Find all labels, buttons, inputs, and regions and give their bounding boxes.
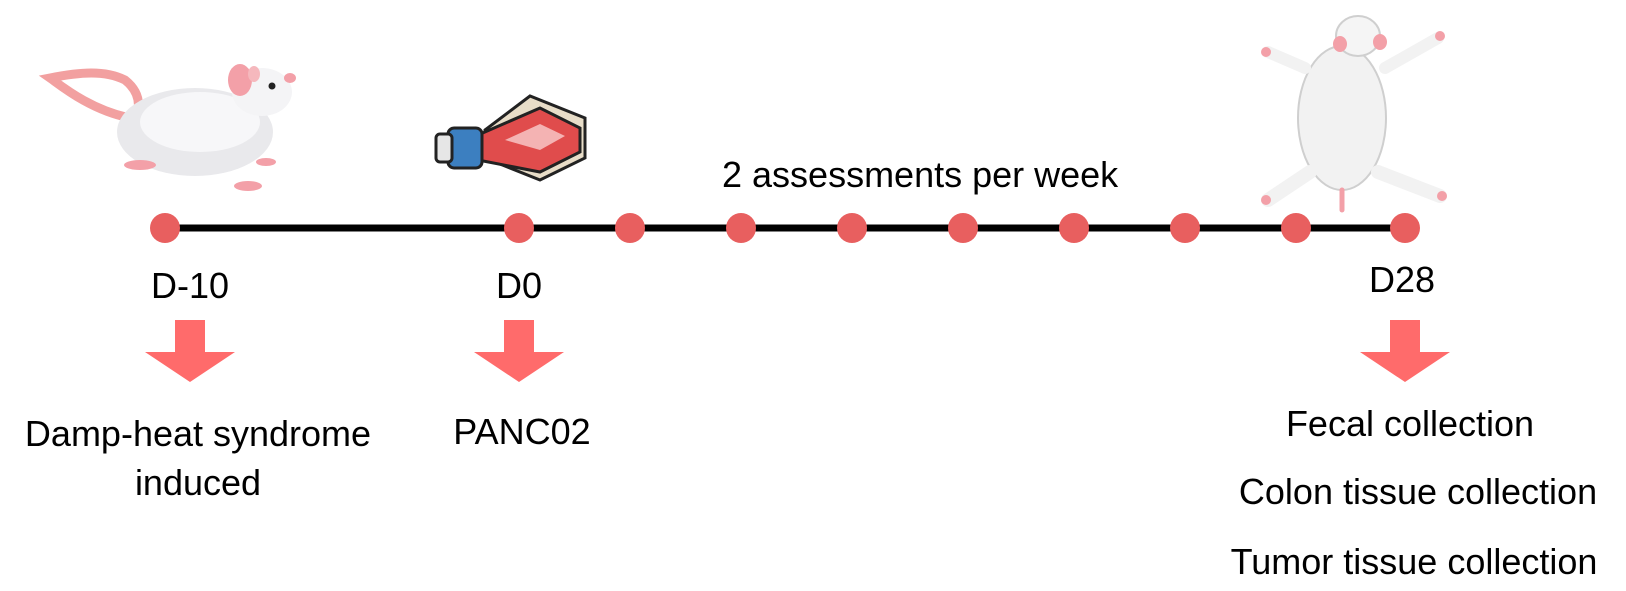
timeline-dots (150, 213, 1420, 243)
event-end-line-3: Tumor tissue collection (1230, 541, 1598, 582)
event-inoculation-description: PANC02 (453, 411, 591, 452)
timeline-dot (948, 213, 978, 243)
timeline-dot (1281, 213, 1311, 243)
timeline-dot (1059, 213, 1089, 243)
timeline-dot (1170, 213, 1200, 243)
arrow-down-icon (474, 320, 564, 382)
arrow-down-icon (145, 320, 235, 382)
timeline-dot (615, 213, 645, 243)
rat-icon (38, 64, 296, 191)
timeline-dot (150, 213, 180, 243)
event-line: induced (134, 461, 262, 503)
event-end-line-2: Colon tissue collection (1238, 471, 1598, 512)
timeline-dot (726, 213, 756, 243)
day-label-inoculation: D0 (495, 265, 543, 306)
timeline-dot (837, 213, 867, 243)
day-label-end: D28 (1368, 259, 1436, 300)
event-start-description: Damp-heat syndrome induced (25, 410, 371, 507)
dissected-mouse-icon (1261, 15, 1447, 213)
timeline-dot (504, 213, 534, 243)
assessment-frequency-label: 2 assessments per week (722, 154, 1119, 195)
culture-flask-icon (434, 94, 587, 182)
event-line: Damp-heat syndrome (24, 413, 372, 454)
event-end-line-1: Fecal collection (1285, 403, 1535, 444)
day-label-start: D-10 (150, 265, 230, 306)
timeline-dot (1390, 213, 1420, 243)
arrow-down-icon (1360, 320, 1450, 382)
